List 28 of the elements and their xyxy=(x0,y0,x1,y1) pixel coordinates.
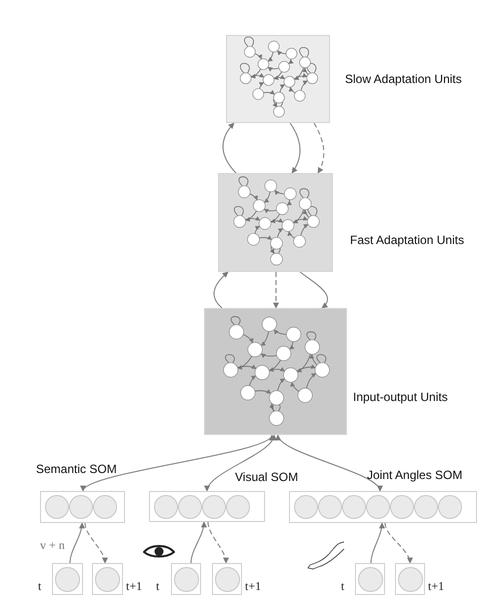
note-label: v + n xyxy=(40,538,65,553)
layer-title: Fast Adaptation Units xyxy=(350,233,464,247)
dashed-arrow xyxy=(84,522,108,564)
arrow xyxy=(214,272,228,308)
map-title: Visual SOM xyxy=(235,470,298,484)
dashed-arrow xyxy=(384,522,412,564)
map-title: Joint Angles SOM xyxy=(367,468,462,482)
time-step-label: t xyxy=(38,579,42,594)
layer-title: Input-output Units xyxy=(353,390,448,404)
arrow xyxy=(222,122,236,174)
time-step-label: t+1 xyxy=(126,579,142,594)
time-step-label: t xyxy=(341,579,344,594)
layer-title: Slow Adaptation Units xyxy=(345,72,462,86)
dashed-arrow xyxy=(314,122,324,174)
arrow xyxy=(290,122,300,174)
time-step-label: t+1 xyxy=(245,579,262,594)
arrow xyxy=(370,522,385,564)
time-step-label: t+1 xyxy=(428,579,444,594)
dashed-arrow xyxy=(208,522,228,564)
arrow xyxy=(190,521,207,564)
time-step-label: t xyxy=(156,579,160,594)
arrow xyxy=(277,434,381,492)
map-title: Semantic SOM xyxy=(36,462,117,476)
arrow xyxy=(70,522,85,564)
arrow xyxy=(300,272,328,308)
arrow xyxy=(82,434,272,492)
arrow xyxy=(206,434,276,492)
dashed-arrow xyxy=(273,272,279,309)
